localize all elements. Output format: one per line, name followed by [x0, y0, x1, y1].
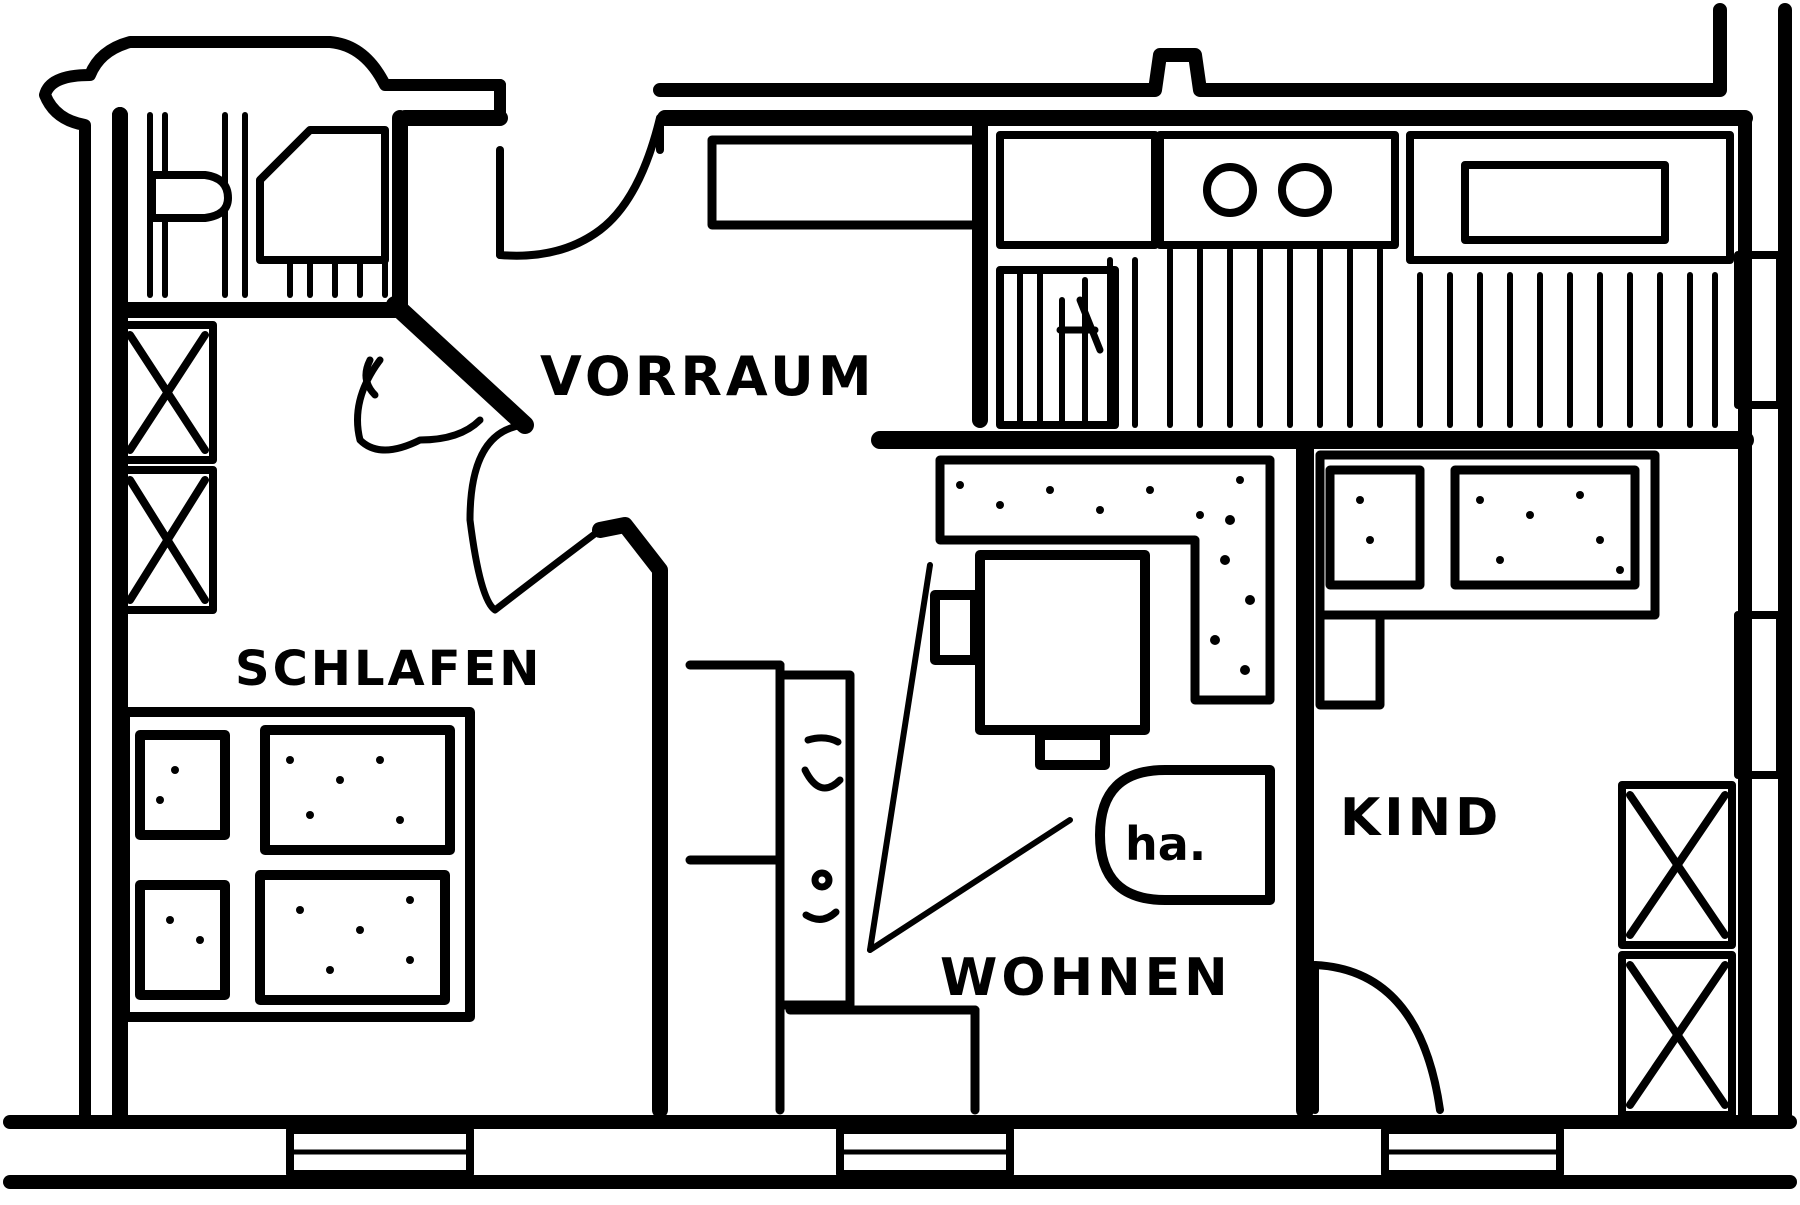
sink-icon	[1406, 131, 1734, 264]
table-mark: ha.	[1125, 817, 1206, 871]
bottom-windows	[286, 1126, 1564, 1178]
child-door-swing-icon	[1311, 961, 1444, 1114]
right-windows	[1734, 251, 1784, 779]
sofa-icon	[935, 455, 1275, 705]
shelf-marks	[801, 734, 844, 923]
bed-icon	[120, 707, 475, 1022]
wardrobe-icon	[119, 321, 217, 614]
door-swing-icon	[496, 114, 664, 260]
sofa-texture	[956, 476, 1255, 675]
child-bed-texture	[1356, 491, 1624, 574]
room-label-schlafen: SCHLAFEN	[235, 641, 542, 697]
child-bed-icon	[1315, 450, 1660, 710]
bathtub-icon	[256, 126, 389, 264]
sightline	[867, 562, 1073, 953]
stove-icon	[996, 131, 1399, 249]
table-icon	[930, 550, 1150, 770]
kitchen-hatching	[1017, 247, 1718, 428]
toilet-icon	[148, 171, 232, 222]
room-label-kind: KIND	[1340, 788, 1502, 848]
child-room	[1296, 431, 1736, 1119]
bathroom	[112, 107, 408, 318]
child-wardrobe-icon	[1618, 781, 1736, 1119]
shelving-icon	[685, 660, 980, 1115]
bed-texture	[156, 756, 414, 974]
living-room: ha.	[867, 455, 1275, 953]
bedroom	[119, 321, 475, 1022]
room-label-wohnen: WOHNEN	[940, 948, 1232, 1008]
room-labels: VORRAUM SCHLAFEN WOHNEN KIND	[235, 345, 1502, 1008]
room-label-vorraum: VORRAUM	[540, 345, 876, 408]
entrance-area	[354, 114, 668, 1118]
coffee-table-icon: ha.	[1095, 765, 1275, 905]
